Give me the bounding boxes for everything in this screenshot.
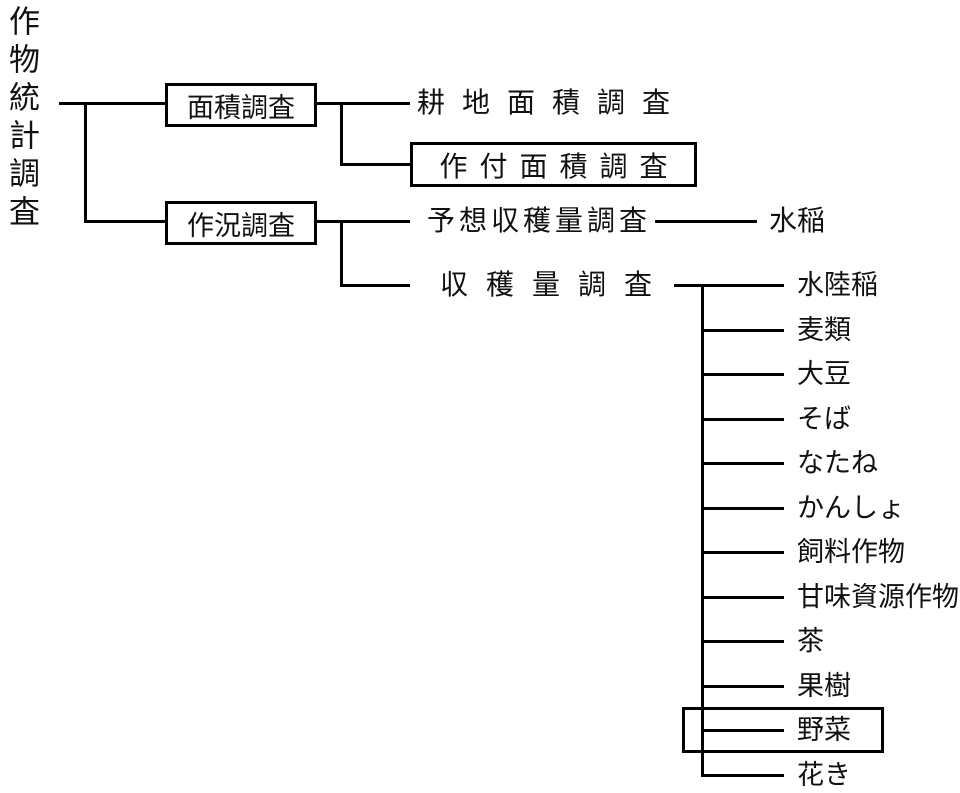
connector-harvest-to-item-7 — [701, 596, 784, 599]
connector-condition-branch-vertical — [340, 220, 343, 287]
connector-harvest-to-item-4 — [701, 462, 784, 465]
root-title: 作物統計調査 — [4, 5, 39, 233]
connector-harvest-to-item-10 — [701, 729, 784, 732]
connector-harvest-to-item-9 — [701, 685, 784, 688]
harvest-trunk-vertical — [701, 284, 704, 777]
harvest-item-label: 水陸稲 — [797, 270, 878, 300]
area-survey-label: 面積調査 — [187, 92, 295, 123]
cultivated-area-survey-label: 耕地面積調査 — [417, 88, 688, 119]
harvest-item-label: 飼料作物 — [797, 537, 905, 567]
connector-area-to-planted — [340, 163, 410, 166]
connector-root-to-area-survey — [59, 102, 165, 105]
yield-forecast-survey-label: 予想収穫量調査 — [427, 206, 652, 237]
planted-area-survey-box: 作付面積調査 — [410, 142, 697, 187]
harvest-item-label: なたね — [797, 448, 878, 478]
connector-harvest-to-item-11 — [701, 774, 784, 777]
connector-harvest-to-item-8 — [701, 640, 784, 643]
planted-area-survey-label: 作付面積調査 — [439, 151, 680, 183]
connector-harvest-to-item-6 — [701, 551, 784, 554]
connector-area-to-cultivated — [317, 102, 410, 105]
connector-root-to-crop-condition — [84, 220, 165, 223]
connector-harvest-to-item-0 — [674, 284, 784, 287]
connector-harvest-to-item-3 — [701, 418, 784, 421]
harvest-survey-label: 収穫量調査 — [440, 270, 671, 301]
area-survey-box: 面積調査 — [165, 83, 317, 127]
harvest-item-label: 大豆 — [797, 359, 851, 389]
harvest-item-label: 麦類 — [797, 315, 851, 345]
harvest-item-label: 花き — [797, 760, 851, 790]
crop-condition-survey-box: 作況調査 — [165, 201, 317, 245]
harvest-item-label: かんしょ — [797, 493, 905, 523]
harvest-item-label: 果樹 — [797, 671, 851, 701]
harvest-item-label: 茶 — [797, 626, 824, 656]
harvest-item-label: そば — [797, 404, 851, 434]
connector-harvest-to-item-1 — [701, 329, 784, 332]
connector-root-branch-vertical — [84, 102, 87, 223]
connector-forecast-to-paddy-rice — [655, 220, 757, 223]
crop-condition-survey-label: 作況調査 — [187, 210, 295, 241]
connector-harvest-to-item-2 — [701, 373, 784, 376]
paddy-rice-label: 水稲 — [769, 206, 826, 237]
connector-condition-to-forecast — [317, 220, 410, 223]
vegetables-highlight-box — [682, 707, 884, 753]
harvest-item-label: 野菜 — [797, 715, 851, 745]
connector-area-branch-vertical — [340, 102, 343, 166]
connector-condition-to-harvest — [340, 284, 410, 287]
harvest-item-label: 甘味資源作物 — [797, 582, 959, 612]
connector-harvest-to-item-5 — [701, 507, 784, 510]
